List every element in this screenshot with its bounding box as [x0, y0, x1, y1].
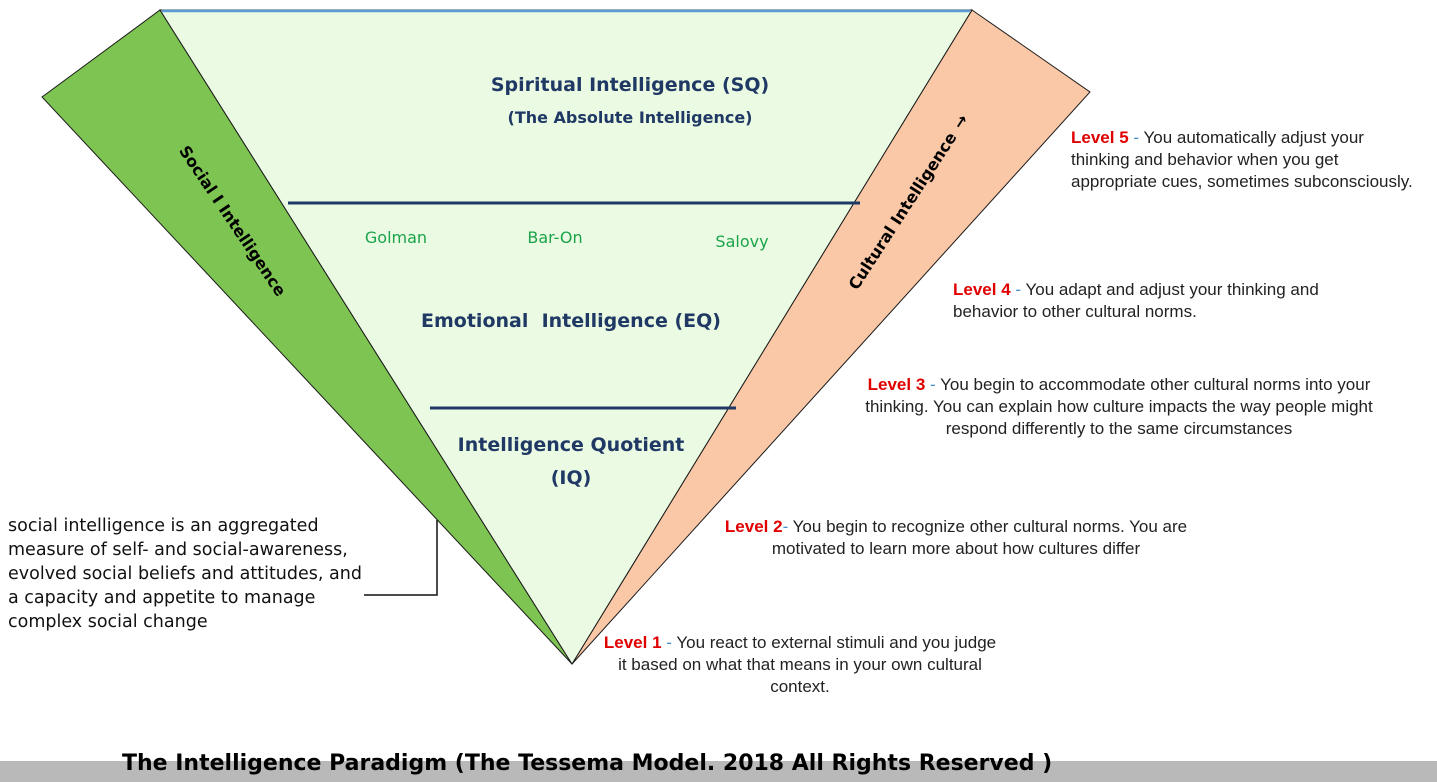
level-1-separator: - — [661, 633, 677, 652]
sq-subtitle: (The Absolute Intelligence) — [508, 108, 753, 127]
sq-title: Spiritual Intelligence (SQ) — [491, 74, 769, 96]
level-3-text: You begin to accommodate other cultural … — [865, 375, 1373, 438]
level-2-separator: - — [782, 517, 793, 536]
social-intelligence-definition: social intelligence is an aggregated mea… — [8, 516, 362, 632]
eq-author-golman: Golman — [365, 228, 427, 247]
level-4-description: Level 4 - You adapt and adjust your thin… — [953, 279, 1373, 323]
level-2-label: Level 2 — [724, 517, 783, 536]
level-4-separator: - — [1010, 280, 1026, 299]
social-definition-callout — [364, 520, 438, 596]
iq-title-line2: (IQ) — [551, 467, 592, 489]
iq-title-line1: Intelligence Quotient — [458, 434, 685, 456]
level-4-label: Level 4 — [953, 280, 1011, 299]
level-2-text: You begin to recognize other cultural no… — [771, 517, 1188, 558]
level-1-text: You react to external stimuli and you ju… — [618, 633, 997, 696]
level-2-description: Level 2- You begin to recognize other cu… — [706, 516, 1206, 560]
level-3-label: Level 3 — [867, 375, 926, 394]
level-5-description: Level 5 - You automatically adjust your … — [1071, 127, 1416, 193]
level-1-label: Level 1 — [603, 633, 662, 652]
level-3-description: Level 3 - You begin to accommodate other… — [835, 374, 1403, 440]
eq-author-bar-on: Bar-On — [527, 228, 582, 247]
eq-author-salovy: Salovy — [715, 232, 768, 251]
eq-title: Emotional Intelligence (EQ) — [421, 310, 721, 332]
level-5-separator: - — [1128, 128, 1144, 147]
footer-title: The Intelligence Paradigm (The Tessema M… — [122, 751, 1053, 776]
level-4-text: You adapt and adjust your thinking and b… — [953, 280, 1319, 321]
footer-bar: The Intelligence Paradigm (The Tessema M… — [0, 751, 1437, 782]
level-5-text: You automatically adjust your thinking a… — [1071, 128, 1413, 191]
level-1-description: Level 1 - You react to external stimuli … — [600, 632, 1000, 698]
level-5-label: Level 5 — [1071, 128, 1129, 147]
level-3-separator: - — [925, 375, 941, 394]
